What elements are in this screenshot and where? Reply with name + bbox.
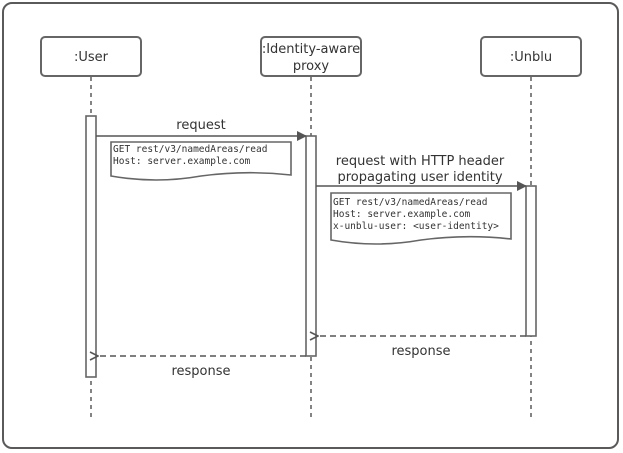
participant-proxy-label-line2: proxy	[293, 59, 330, 74]
request-label-2-line1: request with HTTP header	[336, 154, 505, 169]
response-label-1: response	[391, 344, 450, 359]
request-note-1-line2: Host: server.example.com	[113, 156, 251, 167]
diagram-frame	[2, 2, 619, 449]
activation-user	[85, 115, 97, 378]
participant-unblu-label: :Unblu	[510, 50, 552, 65]
request-note-1	[110, 141, 292, 181]
request-label-2-line2: propagating user identity	[337, 170, 502, 185]
activation-proxy	[305, 135, 317, 357]
participant-user: :User	[40, 36, 142, 77]
participant-proxy-label-line1: :Identity-aware	[262, 42, 360, 57]
participant-proxy: :Identity-aware proxy	[260, 36, 362, 77]
response-label-2: response	[171, 364, 230, 379]
request-note-2-line1: GET rest/v3/namedAreas/read	[333, 197, 487, 208]
participant-unblu: :Unblu	[480, 36, 582, 77]
request-note-1-line1: GET rest/v3/namedAreas/read	[113, 144, 267, 155]
request-label-1: request	[176, 118, 225, 133]
activation-unblu	[525, 185, 537, 337]
request-note-2-line2: Host: server.example.com	[333, 209, 471, 220]
participant-user-label: :User	[74, 50, 109, 65]
request-note-2-line3: x-unblu-user: <user-identity>	[333, 221, 499, 232]
request-note-2	[330, 192, 512, 245]
